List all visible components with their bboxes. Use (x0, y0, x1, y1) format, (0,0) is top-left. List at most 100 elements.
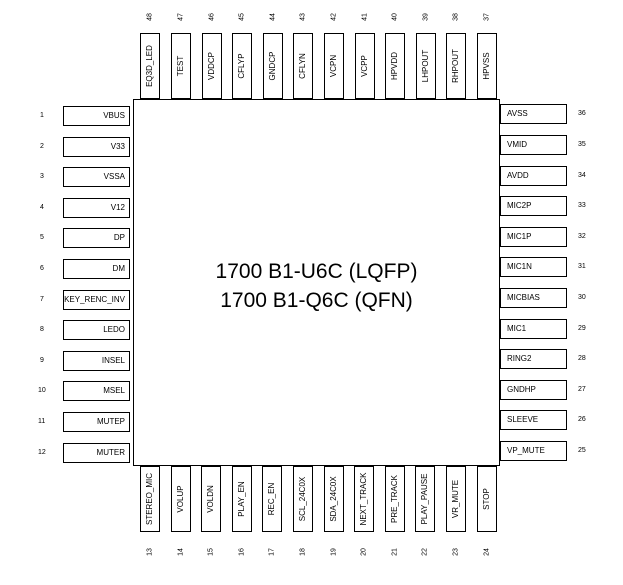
pin-number: 37 (483, 13, 491, 21)
pin-25: VP_MUTE (500, 441, 567, 461)
pin-number: 43 (299, 13, 307, 21)
pin-39: LHPOUT (415, 33, 436, 99)
pin-12: MUTER (63, 442, 130, 463)
pin-5: DP (63, 228, 130, 249)
pin-number: 20 (360, 548, 368, 556)
pin-23: VR_MUTE (446, 466, 466, 532)
pin-label: GNDHP (507, 384, 536, 394)
pin-label: VDDCP (206, 51, 216, 81)
pin-15: VOLDN (201, 466, 222, 532)
pin-label: PLAY_EN (236, 481, 246, 517)
pin-label: MIC1 (507, 323, 527, 333)
pin-number: 8 (40, 326, 44, 334)
pin-number: 18 (299, 548, 307, 556)
pin-37: HPVSS (477, 33, 497, 99)
pin-number: 4 (40, 203, 44, 211)
pin-number: 45 (238, 13, 246, 21)
pin-number: 1 (40, 112, 44, 119)
pin-number: 31 (578, 263, 586, 271)
pin-label: VR_MUTE (451, 479, 460, 519)
pin-number: 28 (578, 355, 586, 363)
pin-number: 29 (578, 324, 586, 332)
pin-28: RING2 (500, 349, 567, 370)
pin-label: MUTER (96, 447, 125, 457)
pin-31: MIC1N (500, 257, 567, 278)
pin-label: MSEL (103, 386, 125, 396)
pin-label: MIC1P (507, 231, 532, 241)
pin-number: 7 (40, 295, 44, 303)
pin-label: RING2 (507, 354, 532, 364)
pin-26: SLEEVE (500, 410, 567, 431)
pin-label: V12 (110, 202, 125, 212)
pin-number: 22 (421, 548, 429, 556)
pin-number: 19 (330, 548, 338, 556)
pin-number: 10 (38, 387, 46, 395)
pin-number: 33 (578, 202, 586, 210)
pin-label: NEXT_TRACK (359, 472, 369, 526)
pin-3: VSSA (63, 167, 130, 188)
pin-number: 9 (40, 356, 44, 364)
pin-number: 41 (361, 13, 369, 21)
pin-label: GNDCP (267, 51, 277, 81)
pin-number: 23 (452, 548, 460, 556)
pin-label: VCPP (359, 55, 369, 77)
pin-8: LEDO (63, 320, 130, 341)
pin-label: VSSA (103, 172, 125, 182)
pin-number: 35 (578, 141, 586, 148)
pin-label: SDA_24C0X (328, 476, 338, 522)
pin-45: CFLYP (232, 33, 253, 99)
pin-label: VBUS (103, 111, 125, 120)
pin-label: REC_EN (267, 482, 277, 516)
pin-label: STEREO_MIC (145, 472, 154, 526)
pin-number: 47 (177, 13, 185, 21)
pin-label: VOLDN (206, 485, 216, 513)
pin-label: RHPOUT (451, 49, 461, 83)
pin-label: HPVSS (482, 52, 491, 80)
pin-label: MICBIAS (507, 293, 540, 302)
pin-44: GNDCP (262, 33, 283, 99)
pin-16: PLAY_EN (231, 466, 252, 532)
pin-22: PLAY_PAUSE (415, 466, 436, 532)
pin-number: 15 (207, 548, 215, 556)
pin-number: 32 (578, 232, 586, 240)
pin-label: KEY_RENC_INV (64, 294, 125, 304)
pin-36: AVSS (500, 104, 567, 125)
pin-label: PRE_TRACK (389, 474, 399, 524)
pin-4: V12 (63, 197, 130, 218)
pin-2: V33 (63, 136, 130, 157)
pin-14: VOLUP (170, 466, 191, 532)
pin-label: VMID (507, 140, 527, 149)
pin-number: 39 (422, 13, 430, 21)
pin-40: HPVDD (385, 33, 406, 99)
pin-41: VCPP (354, 33, 375, 99)
pin-19: SDA_24C0X (323, 466, 344, 532)
pin-label: CFLYN (298, 53, 308, 79)
pin-38: RHPOUT (446, 33, 467, 99)
pin-17: REC_EN (262, 466, 283, 532)
pin-number: 38 (452, 13, 460, 21)
chip-title-line2: 1700 B1-Q6C (QFN) (220, 289, 413, 312)
pin-30: MICBIAS (500, 288, 567, 308)
pin-number: 16 (238, 548, 246, 556)
pin-number: 13 (146, 548, 154, 556)
pin-7: KEY_RENC_INV (63, 289, 130, 310)
pin-33: MIC2P (500, 196, 567, 217)
pin-number: 42 (330, 13, 338, 21)
pin-32: MIC1P (500, 226, 567, 247)
pin-label: LHPOUT (420, 49, 430, 83)
pin-number: 5 (40, 234, 44, 242)
pin-number: 2 (40, 142, 44, 150)
chip-body (133, 99, 500, 466)
pin-label: LEDO (103, 325, 125, 335)
pin-number: 24 (483, 548, 491, 556)
pin-label: INSEL (101, 355, 125, 365)
pin-number: 44 (269, 13, 277, 21)
pin-10: MSEL (63, 381, 130, 402)
pin-label: PLAY_PAUSE (420, 473, 430, 525)
pin-20: NEXT_TRACK (354, 466, 375, 532)
pin-label: VCPN (329, 54, 338, 78)
pin-21: PRE_TRACK (384, 466, 405, 532)
pin-11: MUTEP (63, 412, 130, 432)
pin-number: 36 (578, 110, 586, 118)
pin-27: GNDHP (500, 379, 567, 400)
